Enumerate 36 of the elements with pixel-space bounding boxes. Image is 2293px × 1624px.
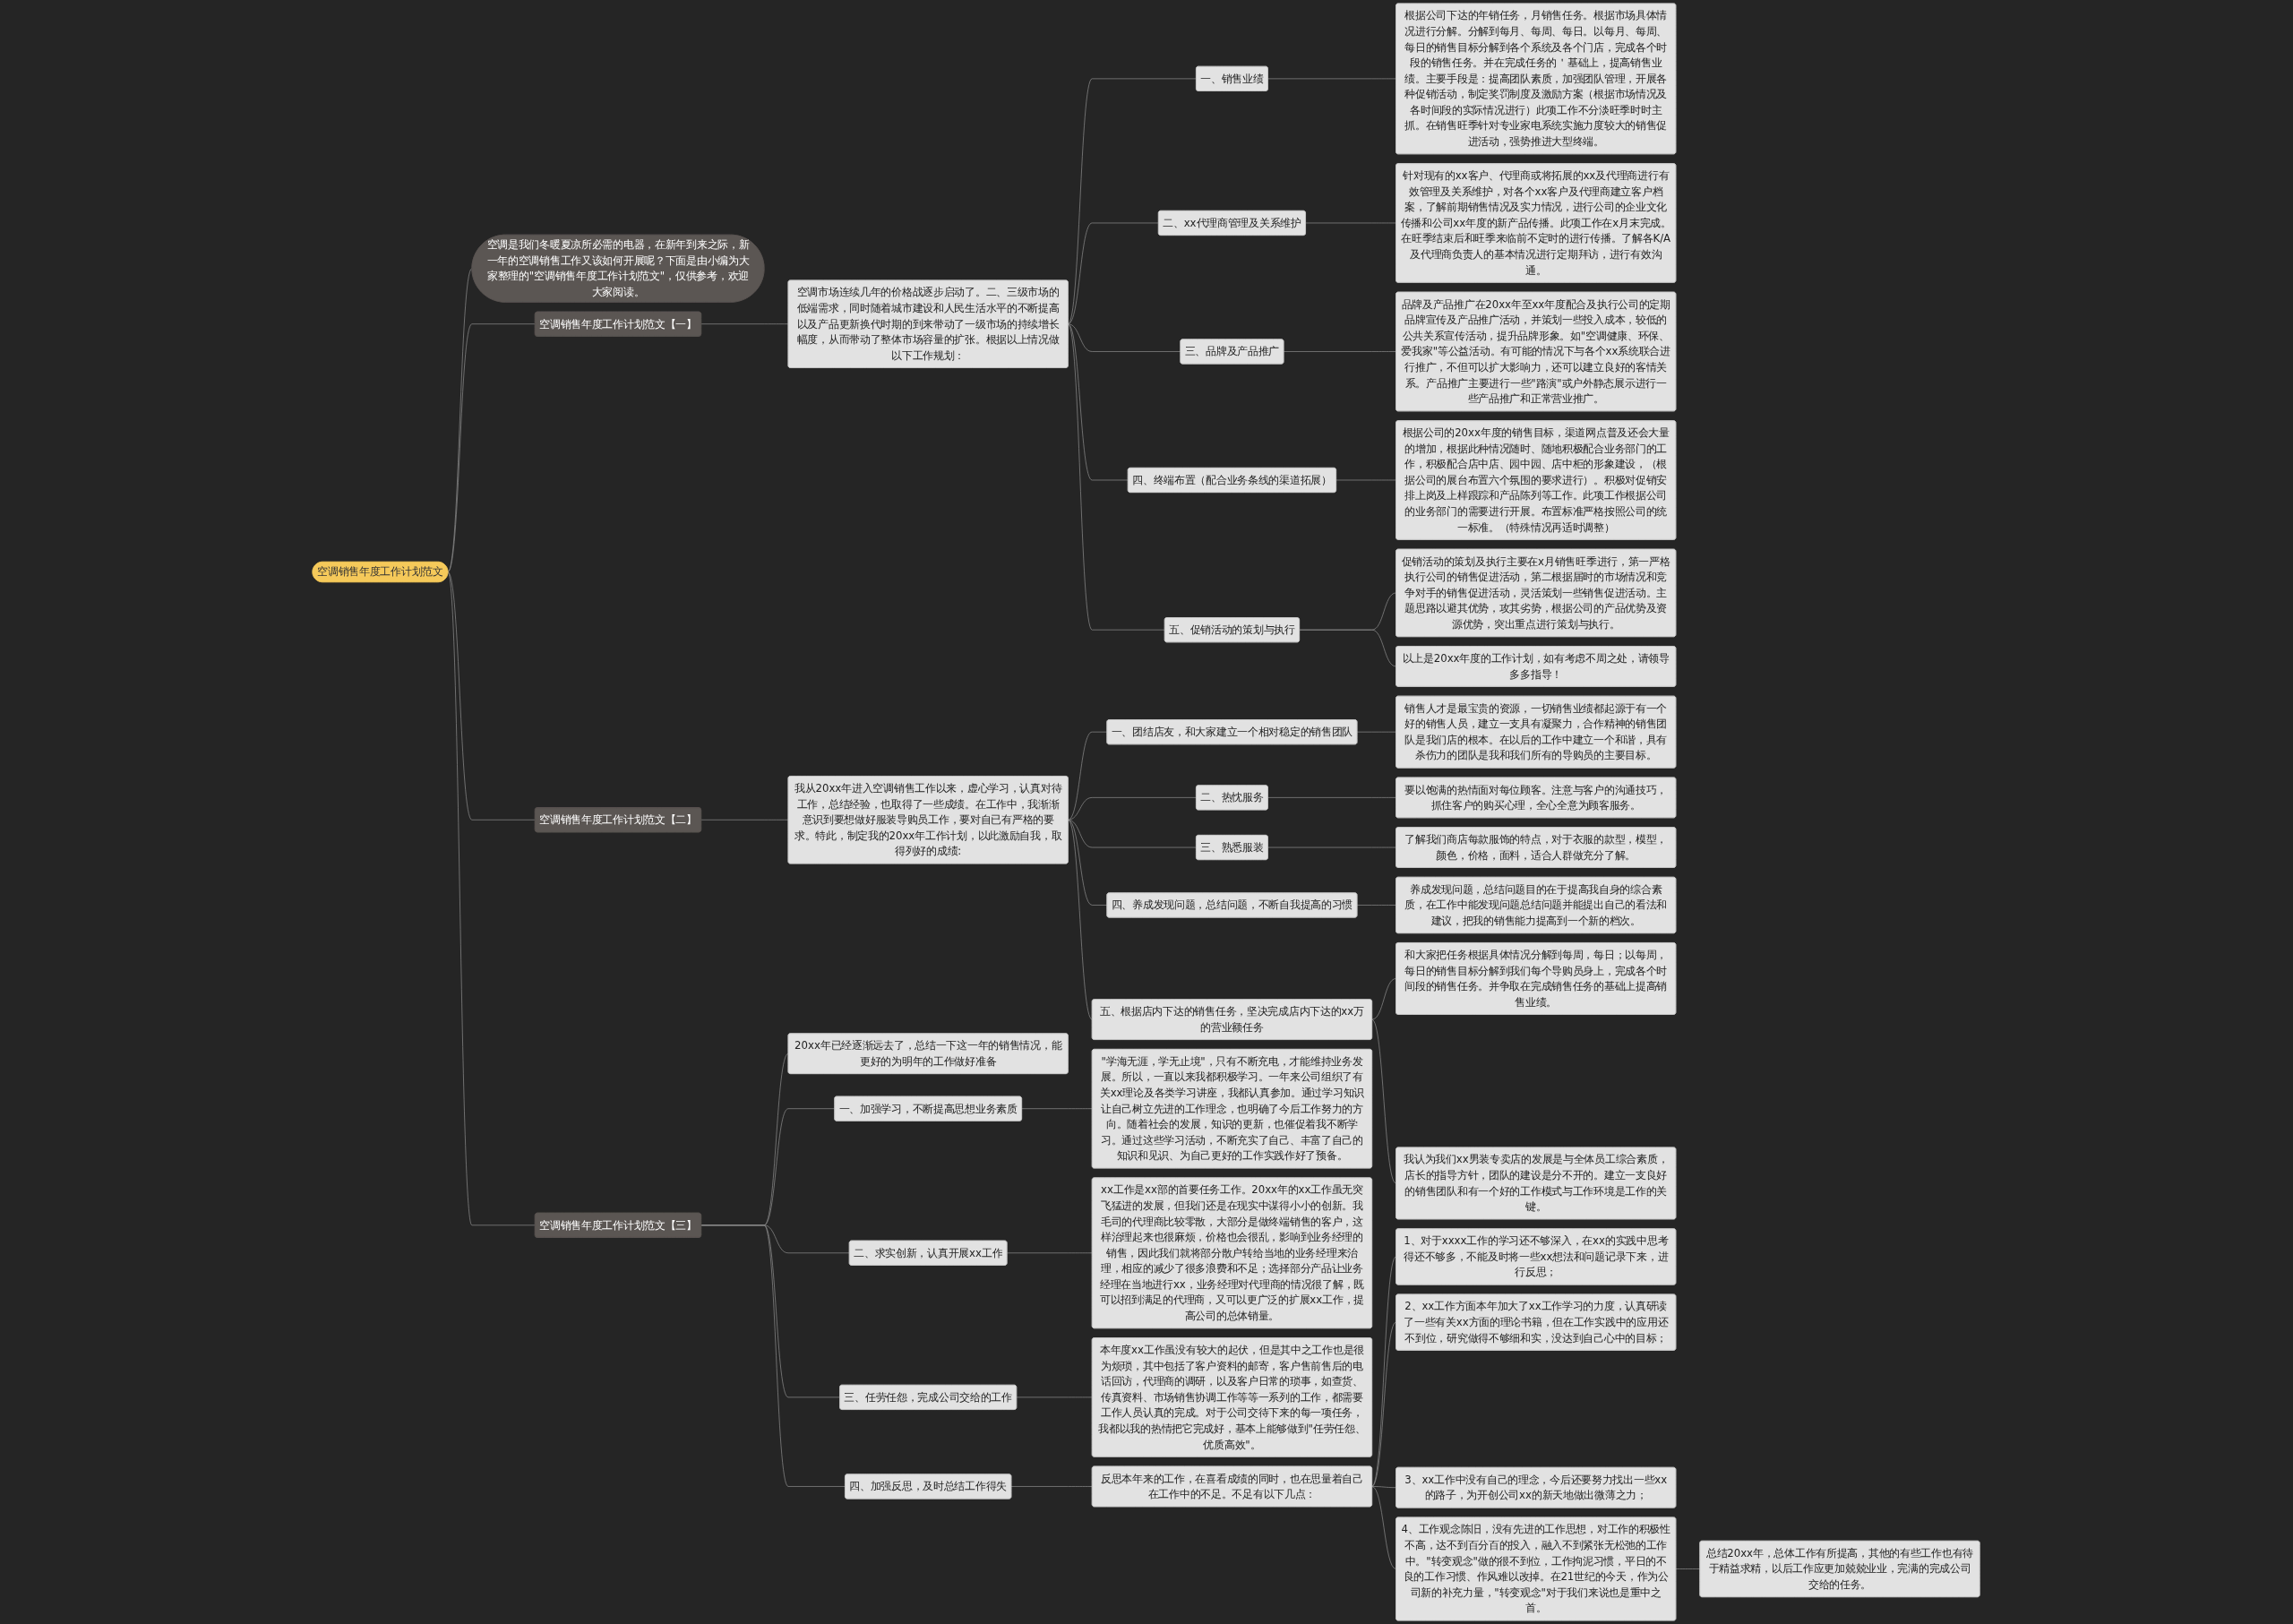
connector [1068, 222, 1160, 325]
connector [448, 571, 537, 1226]
connector [1068, 731, 1108, 821]
connector [1305, 222, 1397, 224]
connector [448, 571, 537, 821]
connector [1267, 846, 1397, 848]
connector [1267, 797, 1397, 798]
connector [1371, 1486, 1397, 1489]
connector [1068, 323, 1129, 481]
connector [1371, 978, 1397, 1020]
connector [448, 323, 537, 572]
connector [1371, 1321, 1397, 1487]
connector [1299, 629, 1397, 667]
connector [1068, 819, 1108, 906]
connector [700, 1224, 846, 1487]
connector [1357, 905, 1397, 906]
connector [1068, 797, 1198, 821]
connector [700, 819, 789, 821]
connector [1068, 323, 1181, 352]
connector [1007, 1252, 1094, 1254]
connector [1021, 1108, 1094, 1110]
connector [1267, 78, 1397, 80]
connector [1016, 1396, 1094, 1398]
connector [1357, 731, 1397, 733]
connector [1068, 323, 1166, 631]
connector [700, 323, 789, 325]
connector [1068, 78, 1198, 325]
connector [1371, 1018, 1397, 1184]
connector [1335, 479, 1397, 481]
connector [1284, 351, 1397, 352]
connector [1676, 1568, 1701, 1569]
connector [1068, 819, 1198, 848]
connector [1371, 1486, 1397, 1569]
connector [1068, 819, 1094, 1020]
connector [1371, 1256, 1397, 1487]
connector [1011, 1486, 1094, 1487]
